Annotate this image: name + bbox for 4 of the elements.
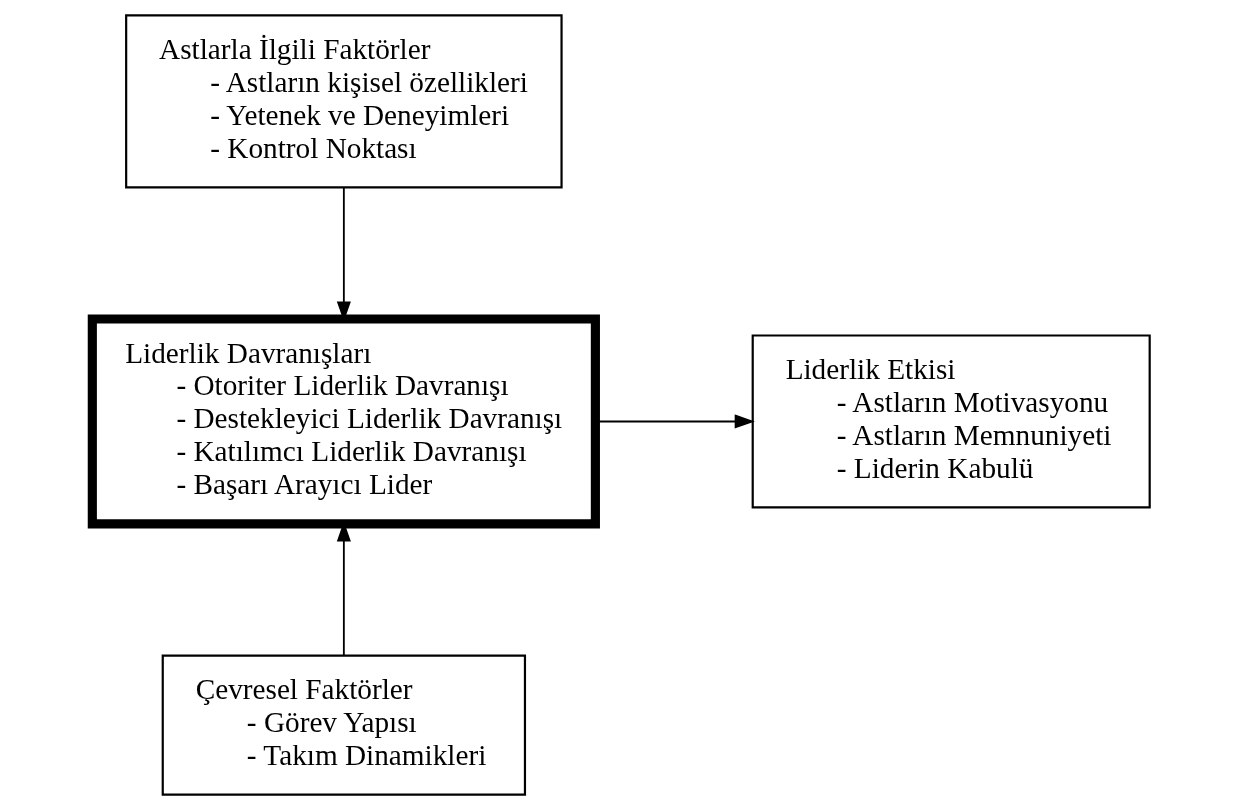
node-box: Liderlik Davranışları - Otoriter Liderlik Davranışı - Destekleyici Liderlik Davranışı - Katılımcı Liderlik Davranışı - Başarı Arayıcı Lider xyxy=(87,314,600,529)
node-box: Çevresel Faktörler - Görev Yapısı - Takım Dinamikleri xyxy=(161,654,527,796)
node-box: Liderlik Etkisi - Astların Motivasyonu - Astların Memnuniyeti - Liderin Kabulü xyxy=(751,334,1151,509)
node-box: Astlarla İlgili Faktörler - Astların kişisel özellikleri - Yetenek ve Deneyimleri - Kontrol Noktası xyxy=(125,14,563,189)
